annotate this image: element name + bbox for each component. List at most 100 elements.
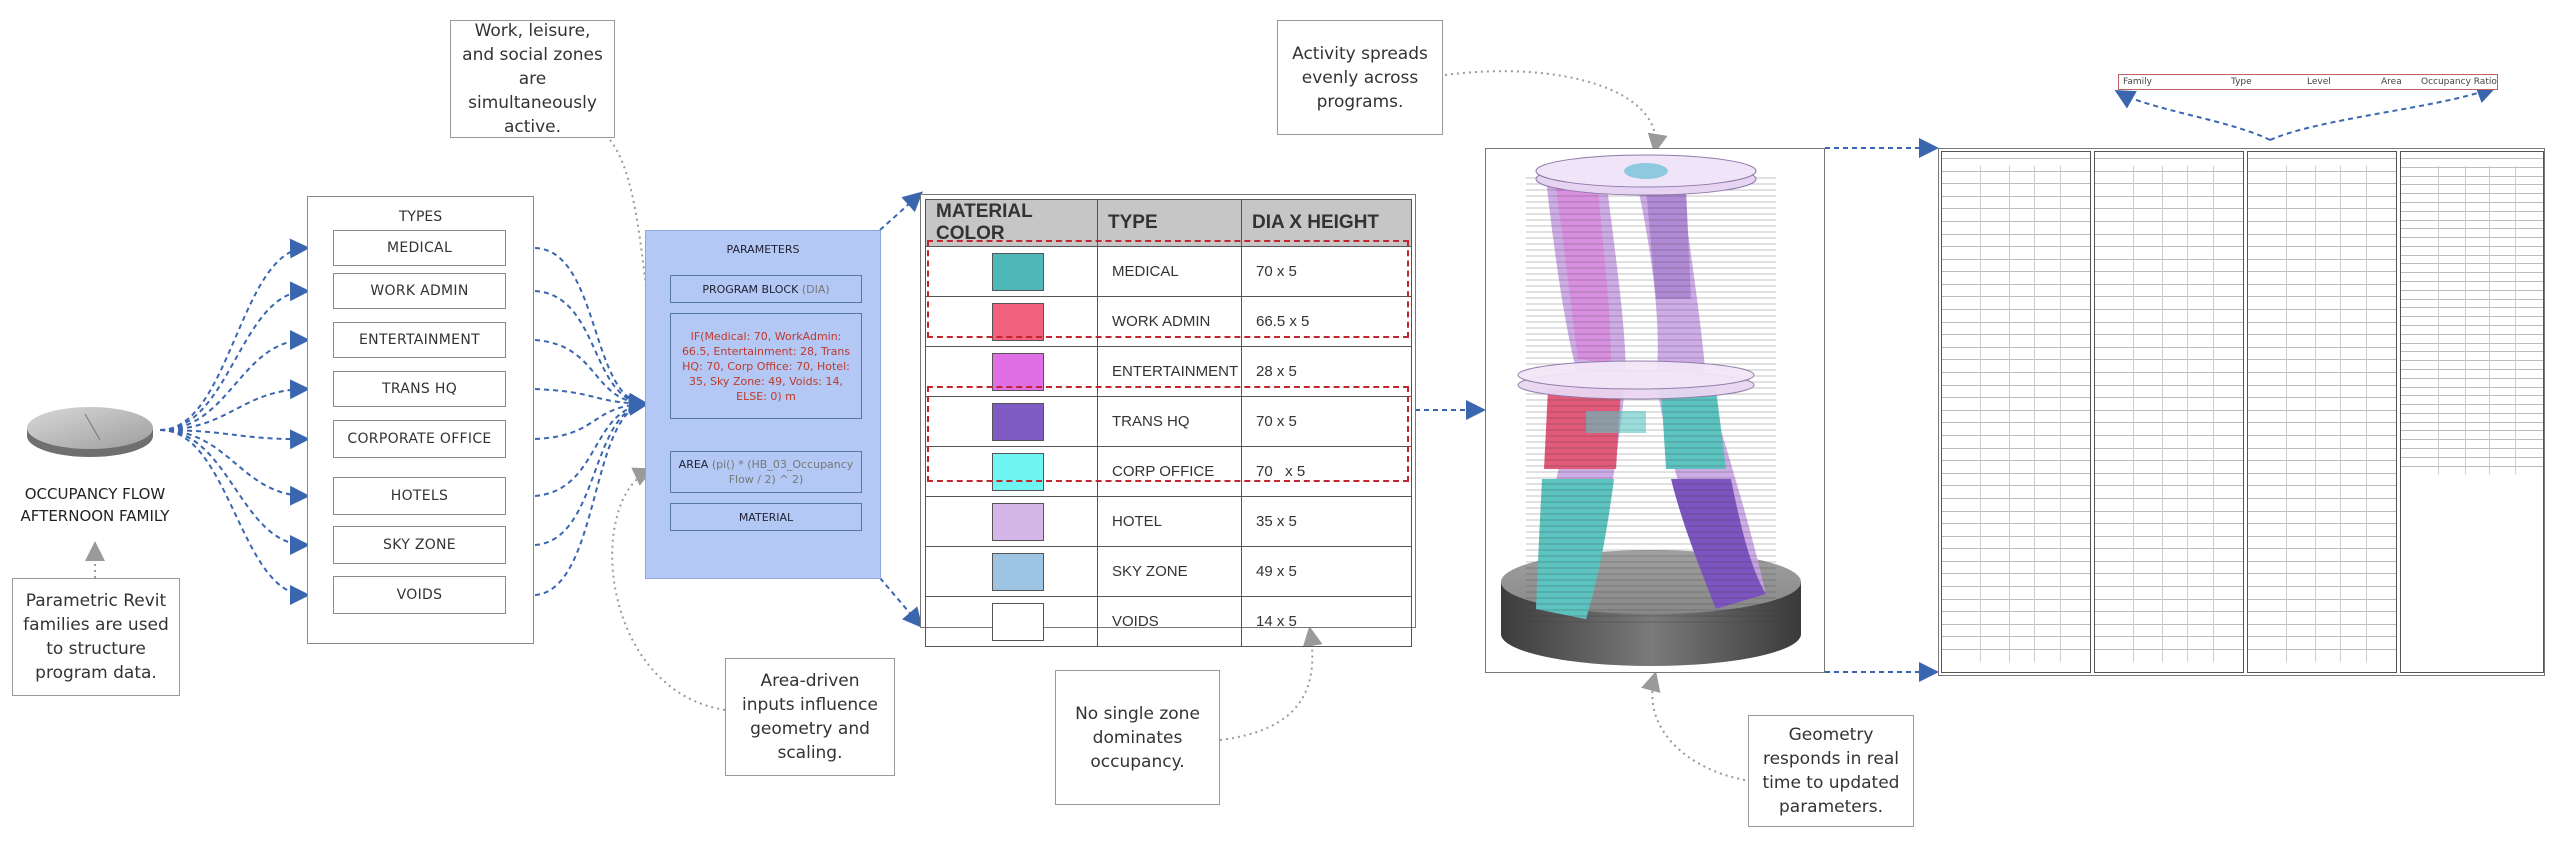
schedule-row-line	[2248, 598, 2396, 600]
schedule-row-line	[1942, 434, 2090, 436]
area-param[interactable]: AREA (pi() * (HB_03_Occupancy Flow / 2) …	[670, 451, 862, 493]
schedule-row-line	[2401, 281, 2543, 283]
schedule-row-line	[2095, 359, 2243, 361]
material-color-cell	[925, 396, 1098, 447]
type-medical[interactable]: MEDICAL	[333, 230, 506, 266]
schedule-row-line	[2401, 193, 2543, 195]
schedule-row-line	[2401, 245, 2543, 247]
schedule-row-line	[1942, 523, 2090, 525]
schedule-row-line	[2095, 346, 2243, 348]
schedule-col-line	[2464, 166, 2466, 475]
program-block-param[interactable]: PROGRAM BLOCK (DIA)	[670, 275, 862, 303]
type-voids[interactable]: VOIDS	[333, 576, 506, 614]
schedule-row-line	[1942, 485, 2090, 487]
parameters-panel: PARAMETERS PROGRAM BLOCK (DIA) IF(Medica…	[645, 230, 881, 579]
schedule-row-line	[2248, 321, 2396, 323]
material-type-cell: HOTEL	[1097, 496, 1242, 547]
schedule-row-line	[2248, 296, 2396, 298]
group-highlight-1	[927, 240, 1409, 338]
schedule-col-line	[2514, 166, 2516, 475]
schedule-col-line	[2033, 166, 2035, 662]
schedule-row-line	[2095, 283, 2243, 285]
schedule-row-line	[2248, 611, 2396, 613]
schedule-row-line	[2401, 201, 2543, 203]
schedule-sheet-4	[2400, 151, 2544, 673]
schedule-col-line	[2161, 166, 2163, 662]
schedule-row-line	[2248, 246, 2396, 248]
schedule-row-line	[2095, 409, 2243, 411]
schedule-row-line	[2248, 497, 2396, 499]
program-block-formula[interactable]: IF(Medical: 70, WorkAdmin: 66.5, Enterta…	[670, 313, 862, 419]
schedule-col-line	[2314, 166, 2316, 662]
schedule-row-line	[1942, 497, 2090, 499]
schedule-row-line	[2095, 611, 2243, 613]
schedule-col-line	[2060, 166, 2062, 662]
family-to-types-arrows	[159, 238, 310, 605]
type-hotels[interactable]: HOTELS	[333, 477, 506, 515]
schedule-row-line	[2401, 465, 2543, 467]
dominance-note: No single zone dominates occupancy.	[1055, 670, 1220, 805]
type-work-admin[interactable]: WORK ADMIN	[333, 273, 506, 309]
material-type-cell: SKY ZONE	[1097, 546, 1242, 597]
geometry-note: Geometry responds in real time to update…	[1748, 715, 1914, 827]
schedule-row-line	[2095, 523, 2243, 525]
material-swatch	[992, 602, 1044, 641]
schedule-row-line	[2401, 421, 2543, 423]
schedule-row-line	[2095, 246, 2243, 248]
schedule-col-line	[2366, 166, 2368, 662]
schedule-row-line	[2248, 485, 2396, 487]
material-color-cell	[925, 546, 1098, 597]
schedule-row-line	[2248, 548, 2396, 550]
schedule-row-line	[1942, 170, 2090, 172]
schedule-row-line	[1942, 586, 2090, 588]
schedule-row-line	[2095, 372, 2243, 374]
schedule-row-line	[2095, 548, 2243, 550]
schedule-row-line	[2248, 397, 2396, 399]
schedule-row-line	[2095, 422, 2243, 424]
schedule-row-line	[2248, 283, 2396, 285]
schedule-col-line	[2489, 166, 2491, 475]
material-color-cell	[925, 496, 1098, 547]
material-dims-cell: 70 x 5	[1241, 396, 1412, 447]
model-frame	[1485, 148, 1825, 673]
schedule-row-line	[1942, 309, 2090, 311]
schedule-row-line	[2248, 422, 2396, 424]
schedule-col-line	[2437, 166, 2439, 475]
family-note: Parametric Revit families are used to st…	[12, 578, 180, 696]
type-entertainment[interactable]: ENTERTAINMENT	[333, 322, 506, 358]
schedule-row-line	[2401, 360, 2543, 362]
schedule-col-line	[1980, 166, 1982, 662]
material-type-cell: ENTERTAINMENT	[1097, 346, 1242, 397]
schedule-row-line	[2095, 195, 2243, 197]
schedule-row-line	[2095, 271, 2243, 273]
type-sky-zone[interactable]: SKY ZONE	[333, 526, 506, 564]
schedule-row-line	[2248, 334, 2396, 336]
schedule-row-line	[1942, 649, 2090, 650]
schedule-row-line	[2095, 636, 2243, 638]
material-table-frame: MATERIAL COLOR TYPE DIA X HEIGHT MEDICAL…	[920, 194, 1416, 647]
schedule-row-line	[1942, 422, 2090, 424]
schedule-sheets	[1938, 148, 2545, 676]
schedule-row-line	[1942, 158, 2090, 159]
schedule-row-line	[2401, 430, 2543, 432]
schedule-row-line	[1942, 372, 2090, 374]
material-color-cell	[925, 246, 1098, 297]
schedule-row-line	[2095, 623, 2243, 625]
material-color-cell	[925, 596, 1098, 647]
type-corporate-office[interactable]: CORPORATE OFFICE	[333, 420, 506, 458]
schedule-col-line	[2186, 166, 2188, 662]
schedule-row-line	[2248, 636, 2396, 638]
schedule-row-line	[1942, 611, 2090, 613]
schedule-row-line	[2095, 220, 2243, 222]
type-trans-hq[interactable]: TRANS HQ	[333, 371, 506, 407]
material-swatch	[992, 502, 1044, 541]
schedule-row-line	[1942, 334, 2090, 336]
schedule-row-line	[2401, 448, 2543, 450]
schedule-row-line	[2248, 346, 2396, 348]
material-param[interactable]: MATERIAL	[670, 503, 862, 531]
area-note: Area-driven inputs influence geometry an…	[725, 658, 895, 776]
schedule-row-line	[2095, 296, 2243, 298]
